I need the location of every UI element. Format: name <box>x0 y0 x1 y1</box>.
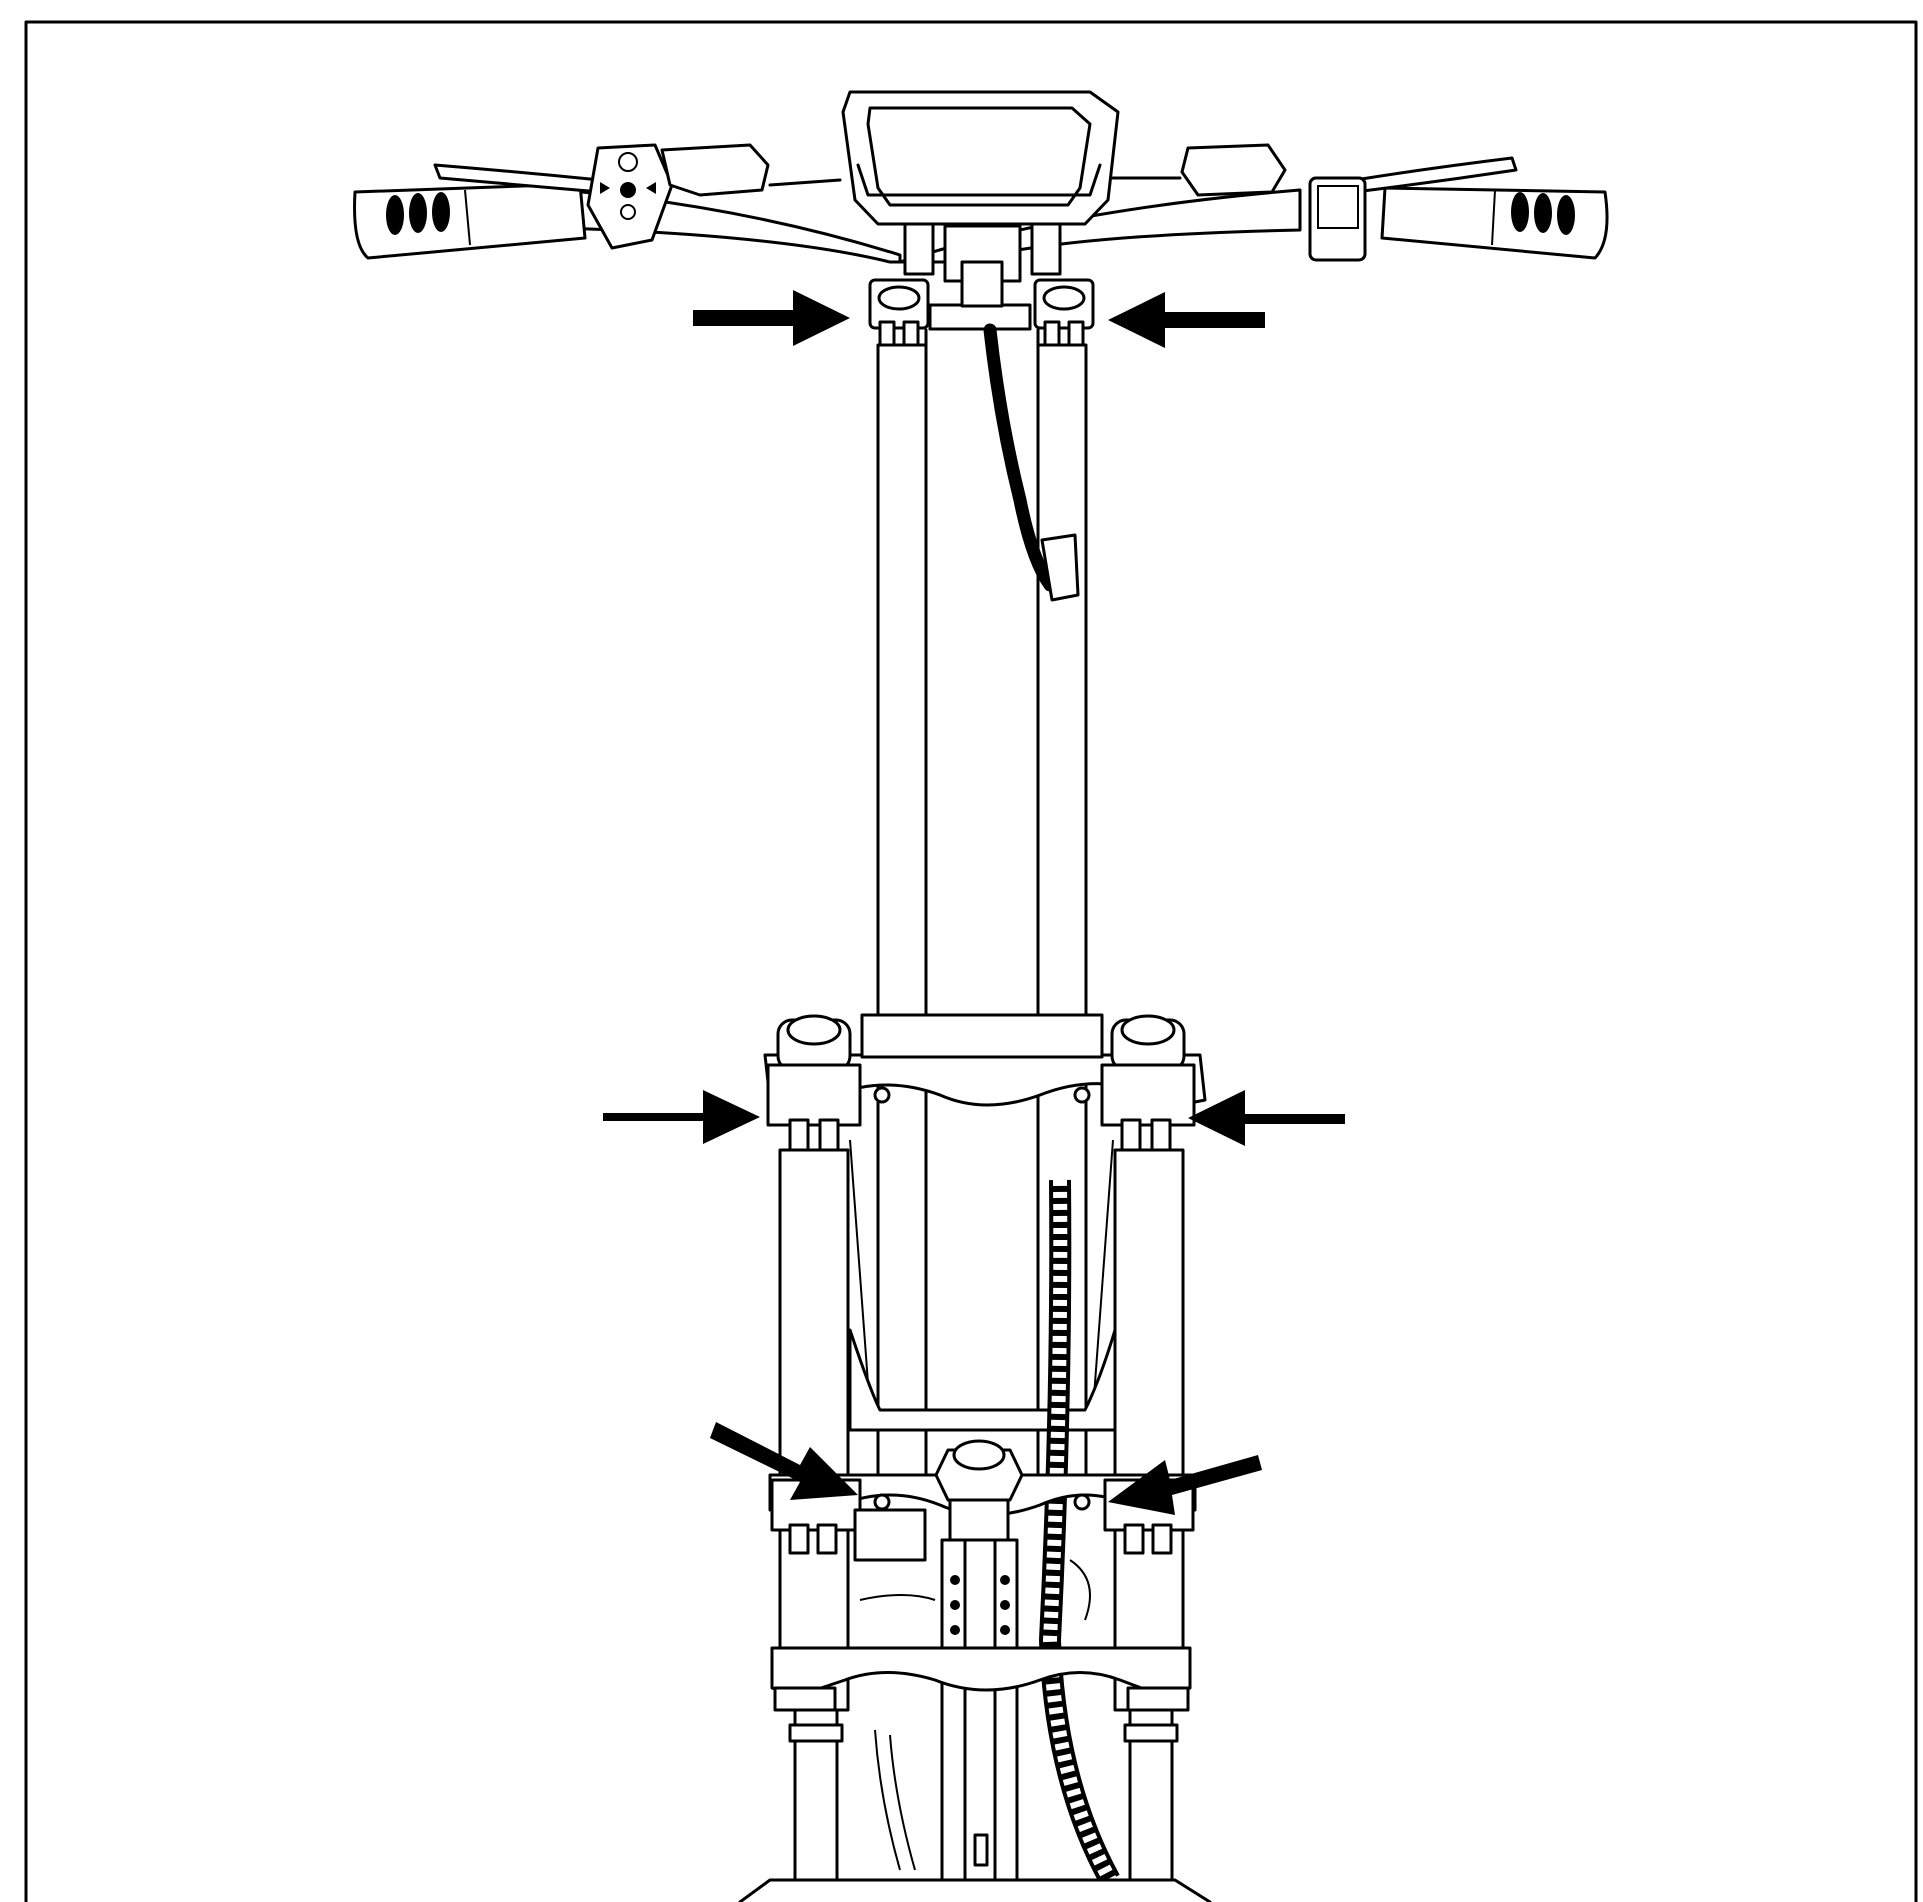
top-clamp-right <box>1033 278 1095 348</box>
arrow-top-left <box>693 290 850 346</box>
stem-cap <box>960 260 1004 308</box>
steering-column <box>940 1538 1019 1882</box>
arrow-top-right <box>1108 292 1265 348</box>
handlebar <box>353 143 1609 264</box>
top-clamp-bridge <box>928 303 1032 331</box>
coil-cable <box>1038 1179 1120 1886</box>
lower-crossbar <box>770 1646 1192 1712</box>
display-unit <box>841 90 1120 283</box>
left-grip <box>353 182 587 260</box>
figure-border <box>24 20 1918 1902</box>
arrow-middle-left <box>603 1090 760 1144</box>
right-grip <box>1380 186 1609 260</box>
upper-fork-clamp-right <box>1100 1014 1196 1152</box>
top-clamp-left <box>868 278 930 348</box>
right-brake-lever <box>1353 156 1518 194</box>
deck-top <box>738 1878 1212 1902</box>
arrow-lower-right <box>1108 1455 1262 1515</box>
arrow-lower-left <box>710 1422 858 1500</box>
right-brake-body <box>1180 143 1287 197</box>
steering-nut <box>934 1439 1024 1542</box>
throttle-icon <box>1308 176 1367 262</box>
arrow-middle-right <box>1188 1090 1345 1146</box>
junction-box <box>853 1508 927 1562</box>
suspension-fork <box>778 1139 1185 1882</box>
upper-fork-clamp-left <box>766 1014 862 1152</box>
left-control-pod <box>586 143 674 250</box>
cable <box>983 323 1057 592</box>
left-brake-body <box>660 143 770 197</box>
